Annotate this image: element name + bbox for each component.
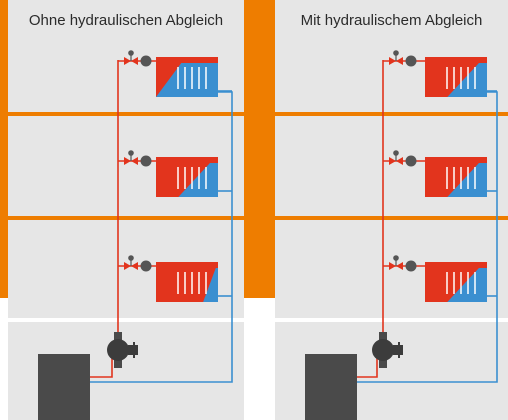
panel-without-balancing: Ohne hydraulischen Abgleich	[8, 0, 244, 420]
valve-right-icon	[396, 157, 403, 165]
radiator-header	[425, 262, 487, 268]
valve-handle-icon	[128, 150, 134, 156]
valve-handle-icon	[128, 255, 134, 261]
panel-title: Mit hydraulischem Abgleich	[300, 12, 483, 29]
pump-flange-bottom	[379, 360, 387, 368]
pump-icon	[372, 339, 394, 361]
building-scene	[8, 0, 244, 420]
return-pipe	[90, 91, 233, 383]
valve-handle-icon	[393, 255, 399, 261]
return-pipe	[357, 91, 498, 383]
radiator-floor-1	[383, 255, 497, 302]
valve-left-icon	[124, 57, 131, 65]
radiator-hot-zone	[425, 262, 485, 302]
radiator-header	[156, 157, 218, 163]
valve-left-icon	[389, 262, 396, 270]
radiator-header	[156, 262, 218, 268]
radiator-hot-zone	[425, 157, 485, 197]
valve-left-icon	[124, 262, 131, 270]
valve-right-icon	[131, 157, 138, 165]
pump-flange-top	[379, 332, 387, 340]
thermostat-head-icon	[405, 260, 417, 272]
thermostat-head-icon	[405, 55, 417, 67]
panel-with-balancing: Mit hydraulischem Abgleich	[275, 0, 508, 420]
radiator-hot-zone	[156, 157, 216, 197]
pump-flange-top	[114, 332, 122, 340]
radiator-header	[425, 57, 487, 63]
thermostat-head-icon	[140, 55, 152, 67]
valve-right-icon	[131, 262, 138, 270]
valve-handle-icon	[393, 50, 399, 56]
boiler	[305, 354, 357, 420]
radiator-hot-zone	[425, 57, 485, 97]
valve-left-icon	[389, 57, 396, 65]
valve-right-icon	[396, 57, 403, 65]
radiator-header	[156, 57, 218, 63]
pump-icon	[107, 339, 129, 361]
thermostat-head-icon	[140, 155, 152, 167]
valve-left-icon	[124, 157, 131, 165]
valve-right-icon	[131, 57, 138, 65]
valve-handle-icon	[393, 150, 399, 156]
valve-left-icon	[389, 157, 396, 165]
thermostat-head-icon	[140, 260, 152, 272]
valve-handle-icon	[128, 50, 134, 56]
thermostat-head-icon	[405, 155, 417, 167]
pump-flange-bottom	[114, 360, 122, 368]
panel-title: Ohne hydraulischen Abgleich	[28, 12, 224, 29]
radiator-floor-3	[118, 50, 232, 97]
radiator-floor-3	[383, 50, 497, 97]
radiator-hot-zone	[156, 262, 218, 302]
radiator-floor-2	[118, 150, 232, 197]
radiator-floor-1	[118, 255, 232, 302]
valve-right-icon	[396, 262, 403, 270]
radiator-header	[425, 157, 487, 163]
building-scene	[275, 0, 508, 420]
boiler	[38, 354, 90, 420]
radiator-floor-2	[383, 150, 497, 197]
